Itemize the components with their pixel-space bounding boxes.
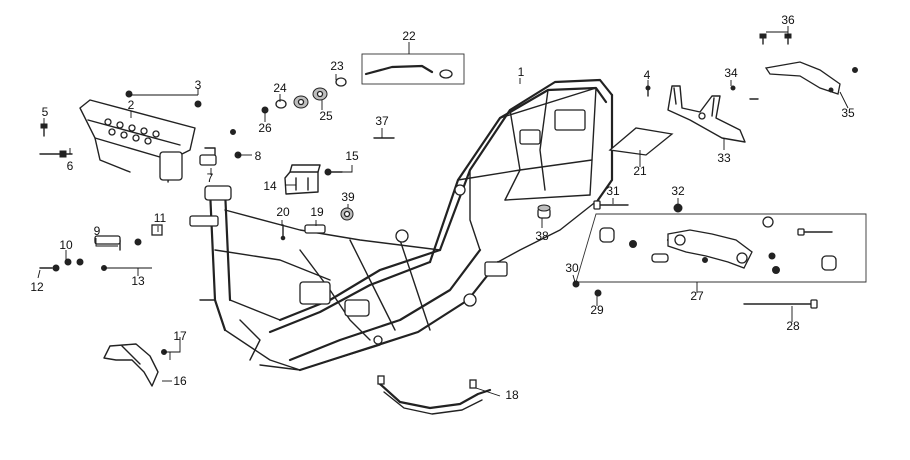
callout-4: 4 xyxy=(644,68,651,82)
part-16-stand xyxy=(103,343,159,387)
part-27-group xyxy=(575,213,867,283)
part-2-bracket xyxy=(79,99,196,183)
callout-34: 34 xyxy=(724,66,738,80)
part-32-nut xyxy=(673,203,683,213)
callout-23: 23 xyxy=(330,59,344,73)
callout-20: 20 xyxy=(276,205,290,219)
callout-16: 16 xyxy=(173,374,187,388)
callout-18: 18 xyxy=(505,388,519,402)
callout-31: 31 xyxy=(606,184,620,198)
callout-32: 32 xyxy=(671,184,685,198)
leader-lines xyxy=(37,26,849,397)
callout-36: 36 xyxy=(781,13,795,27)
callout-19: 19 xyxy=(310,205,324,219)
callout-30: 30 xyxy=(565,261,579,275)
callout-29: 29 xyxy=(590,303,604,317)
callout-3: 3 xyxy=(195,78,202,92)
callout-21: 21 xyxy=(633,164,647,178)
callout-35: 35 xyxy=(841,106,855,120)
part-38-bushing xyxy=(537,204,551,219)
callout-37: 37 xyxy=(375,114,389,128)
part-33-bracket xyxy=(667,85,746,143)
part-39-nut xyxy=(340,207,354,221)
part-19 xyxy=(304,224,326,234)
callout-24: 24 xyxy=(273,81,287,95)
part-31-bolt xyxy=(593,200,629,210)
part-35-bracket xyxy=(764,61,858,95)
callout-17: 17 xyxy=(173,329,187,343)
callout-33: 33 xyxy=(717,151,731,165)
callout-9: 9 xyxy=(94,224,101,238)
callout-11: 11 xyxy=(154,211,167,225)
callout-22: 22 xyxy=(402,29,416,43)
callout-7: 7 xyxy=(207,171,214,185)
part-14-bracket xyxy=(284,164,321,195)
part-18-rail xyxy=(377,375,492,415)
callout-28: 28 xyxy=(786,319,800,333)
fasteners-left xyxy=(39,90,242,272)
callout-25: 25 xyxy=(319,109,333,123)
main-frame xyxy=(189,78,614,372)
callout-26: 26 xyxy=(258,121,272,135)
callout-8: 8 xyxy=(255,149,262,163)
part-29 xyxy=(594,289,602,297)
callout-2: 2 xyxy=(128,98,135,112)
callout-13: 13 xyxy=(131,274,145,288)
part-36-screws xyxy=(759,33,792,45)
callout-labels: 1 2 3 4 5 6 7 8 9 10 11 12 13 14 15 16 1… xyxy=(30,13,855,402)
callout-38: 38 xyxy=(535,229,549,243)
callout-6: 6 xyxy=(67,159,74,173)
callout-27: 27 xyxy=(690,289,704,303)
callout-14: 14 xyxy=(263,179,277,193)
callout-1: 1 xyxy=(518,65,525,79)
callout-5: 5 xyxy=(42,105,49,119)
part-22-group xyxy=(361,53,465,85)
part-28-bolt xyxy=(743,299,818,309)
part-21-plate xyxy=(608,127,674,156)
callout-10: 10 xyxy=(59,238,73,252)
callout-15: 15 xyxy=(345,149,359,163)
part-30 xyxy=(572,280,580,288)
grommets-23-26 xyxy=(261,77,347,114)
callout-12: 12 xyxy=(30,280,44,294)
callout-39: 39 xyxy=(341,190,355,204)
